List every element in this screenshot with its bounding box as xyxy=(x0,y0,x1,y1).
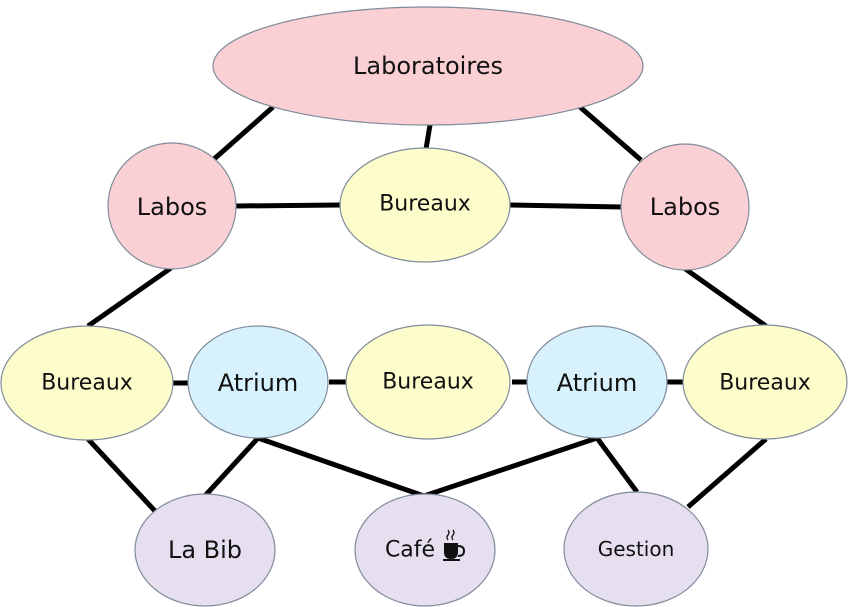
edge-laboratoires-labos-left xyxy=(211,105,275,162)
node-atrium-left: Atrium xyxy=(187,325,329,439)
la-bib-shape xyxy=(134,493,276,607)
node-bureaux-top: Bureaux xyxy=(339,147,511,263)
labos-left-shape xyxy=(107,142,237,270)
edge-laboratoires-bureaux-top xyxy=(423,124,433,150)
la-bib-label: La Bib xyxy=(168,536,242,564)
edge-atrium-right-gestion xyxy=(594,436,640,494)
edge-bureaux-top-labos-right xyxy=(509,202,623,210)
atrium-right-label: Atrium xyxy=(557,369,638,397)
node-cafe: Café xyxy=(354,493,496,607)
node-labos-right: Labos xyxy=(620,143,750,271)
atrium-right-shape xyxy=(526,325,668,439)
cafe-shape xyxy=(354,493,496,607)
node-la-bib: La Bib xyxy=(134,493,276,607)
node-atrium-right: Atrium xyxy=(526,325,668,439)
edge-labos-left-bureaux-top xyxy=(234,202,341,209)
labos-right-shape xyxy=(620,143,750,271)
node-bureaux-center: Bureaux xyxy=(345,324,511,440)
node-bureaux-left: Bureaux xyxy=(0,325,174,441)
labos-right-label: Labos xyxy=(650,193,721,221)
bureaux-left-label: Bureaux xyxy=(41,371,133,396)
laboratoires-label: Laboratoires xyxy=(353,52,503,80)
cafe-label: Café xyxy=(385,538,435,563)
edge-bureaux-left-la-bib xyxy=(86,437,157,513)
node-bureaux-right: Bureaux xyxy=(682,324,848,440)
edge-labos-left-bureaux-left xyxy=(86,265,173,329)
connections xyxy=(86,105,768,513)
labos-left-label: Labos xyxy=(137,193,208,221)
gestion-label: Gestion xyxy=(598,537,675,561)
bureaux-top-label: Bureaux xyxy=(379,192,471,217)
gestion-shape xyxy=(563,491,709,607)
laboratoires-shape xyxy=(212,6,644,126)
edge-atrium-right-cafe xyxy=(423,435,598,499)
bureaux-center-label: Bureaux xyxy=(382,370,474,395)
bureaux-right-shape xyxy=(682,324,848,440)
edge-bureaux-right-gestion xyxy=(686,437,768,509)
edge-atrium-left-la-bib xyxy=(201,436,260,500)
coffee-cup-icon xyxy=(443,529,466,561)
bureaux-center-shape xyxy=(345,324,511,440)
edge-atrium-left-cafe xyxy=(257,435,425,499)
atrium-left-label: Atrium xyxy=(218,369,299,397)
node-laboratoires: Laboratoires xyxy=(212,6,644,126)
node-labos-left: Labos xyxy=(107,142,237,270)
bureaux-right-label: Bureaux xyxy=(719,371,811,396)
bureaux-top-shape xyxy=(339,147,511,263)
atrium-left-shape xyxy=(187,325,329,439)
bureaux-left-shape xyxy=(0,325,174,441)
node-gestion: Gestion xyxy=(563,491,709,607)
edge-labos-right-bureaux-right xyxy=(682,265,768,329)
edge-laboratoires-labos-right xyxy=(578,105,643,162)
